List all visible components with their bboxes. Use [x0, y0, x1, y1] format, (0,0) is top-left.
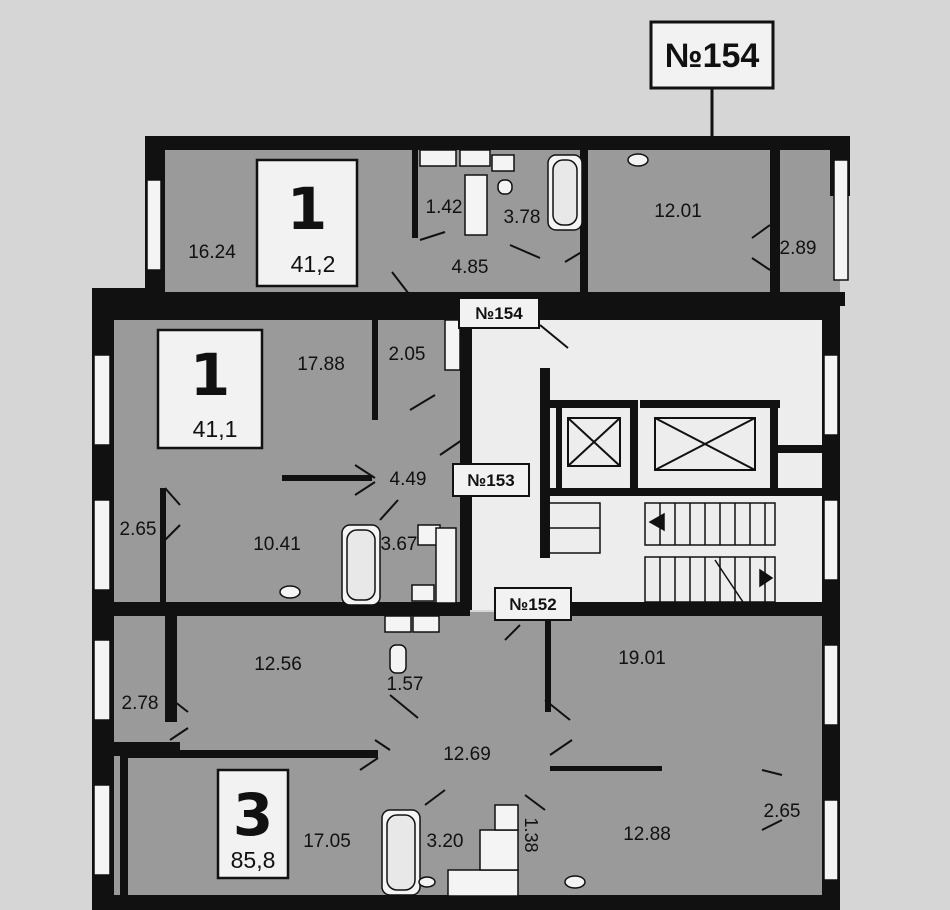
room-area: 2.89 [780, 238, 817, 259]
walls [92, 136, 850, 910]
door-swings [164, 224, 783, 831]
room-area: 12.88 [623, 824, 671, 845]
stairs [544, 502, 776, 606]
apartment-154-tag-box [458, 297, 540, 329]
apartment-154-tag: №154 [475, 304, 523, 323]
fixtures [279, 149, 649, 897]
apartment-153-tag: №153 [467, 471, 514, 490]
apartment-153-tag-box [452, 463, 530, 497]
room-area: 1.42 [426, 197, 463, 218]
room-area: 3.67 [381, 534, 418, 555]
room-area: 4.49 [390, 469, 427, 490]
room-area: 2.05 [389, 344, 426, 365]
apartment-152-area: 85,8 [231, 847, 276, 873]
windows [93, 159, 849, 881]
apartment-154-area: 41,2 [291, 251, 336, 277]
apartment-152-tag: №152 [509, 595, 556, 614]
common-stair-area [465, 315, 830, 610]
room-area: 3.20 [427, 831, 464, 852]
room-area: 16.24 [188, 242, 236, 263]
room-area: 10.41 [253, 534, 301, 555]
room-area: 12.69 [443, 744, 491, 765]
room-area: 1.38 [521, 817, 541, 852]
room-area: 2.78 [122, 693, 159, 714]
room-area: 3.78 [504, 207, 541, 228]
room-area: 17.05 [303, 831, 351, 852]
room-area: 4.85 [452, 257, 489, 278]
room-area: 19.01 [618, 648, 666, 669]
room-area-labels: 16.24 1.42 3.78 12.01 2.89 4.85 17.88 2.… [120, 197, 817, 853]
building-tag: №154 [665, 37, 760, 75]
room-area: 12.56 [254, 654, 302, 675]
room-area: 17.88 [297, 354, 345, 375]
apartment-154-rooms: 1 [287, 175, 327, 243]
apartment-153-rooms: 1 [190, 341, 230, 409]
apartment-152-rooms: 3 [233, 781, 273, 849]
room-area: 2.65 [764, 801, 801, 822]
apartment-153-area: 41,1 [193, 416, 238, 442]
apartment-152-tag-box [494, 587, 572, 621]
apartment-153-badge [156, 328, 264, 450]
apartment-154-badge [255, 158, 359, 288]
room-area: 1.57 [387, 674, 424, 695]
room-area: 2.65 [120, 519, 157, 540]
apartment-152-badge [216, 768, 290, 880]
room-area: 12.01 [654, 201, 702, 222]
lift-shafts [567, 417, 756, 471]
building-tag-box [649, 20, 775, 90]
